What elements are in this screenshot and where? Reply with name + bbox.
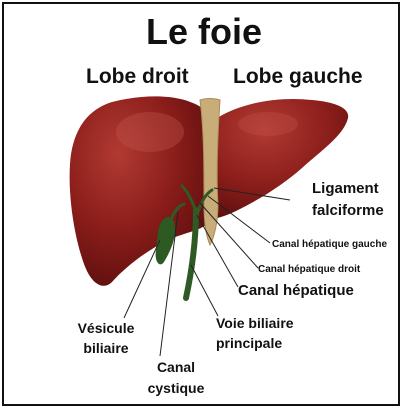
label-lobe-gauche: Lobe gauche xyxy=(233,65,363,88)
label-vesicule-line1: Vésicule xyxy=(78,320,135,336)
label-ligament-line2: falciforme xyxy=(312,202,384,219)
label-canal-hepatique-gauche: Canal hépatique gauche xyxy=(272,239,387,250)
label-lobe-droit: Lobe droit xyxy=(86,65,189,88)
left-lobe-highlight xyxy=(238,112,298,136)
leader-canal-hepatique xyxy=(197,215,238,287)
page-title: Le foie xyxy=(146,11,262,52)
label-vesicule-line2: biliaire xyxy=(83,340,128,356)
label-canal-hepatique: Canal hépatique xyxy=(238,282,354,299)
label-ligament-line1: Ligament xyxy=(312,180,379,197)
leader-voie-biliaire xyxy=(191,265,218,316)
label-canal-cystique-line1: Canal xyxy=(157,359,195,375)
label-canal-hepatique-droit: Canal hépatique droit xyxy=(258,264,361,275)
right-lobe-highlight xyxy=(116,112,184,152)
label-canal-cystique-line2: cystique xyxy=(148,380,205,396)
label-voie-biliaire-line1: Voie biliaire xyxy=(216,315,294,331)
label-voie-biliaire-line2: principale xyxy=(216,335,282,351)
